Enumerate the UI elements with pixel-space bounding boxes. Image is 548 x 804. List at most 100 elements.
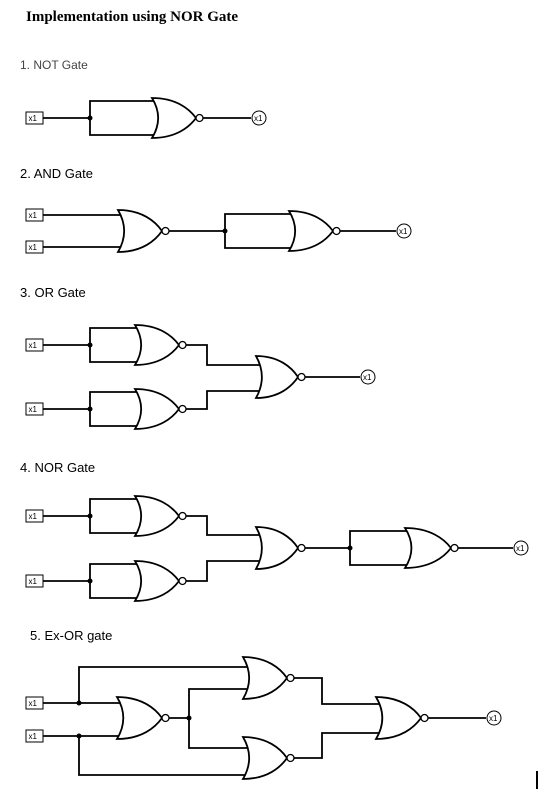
input-terminal: x1 (25, 402, 44, 416)
output-terminal: x1 (486, 710, 502, 726)
wire (78, 666, 249, 703)
output-label: x1 (516, 544, 525, 553)
nor-gate-bubble (420, 713, 429, 723)
input-terminal: x1 (25, 509, 44, 523)
nor-gate-body (133, 560, 181, 602)
nor-gate (241, 736, 295, 780)
wire (89, 516, 141, 534)
nor-gate-bubble (450, 543, 459, 553)
section-title-or: 3. OR Gate (20, 285, 86, 300)
nor-gate (116, 209, 170, 253)
input-label: x1 (29, 577, 38, 586)
output-circle (486, 710, 502, 726)
nor-gate-body (241, 736, 289, 780)
wire (89, 581, 141, 599)
section-title-nor: 4. NOR Gate (20, 460, 96, 475)
wire (186, 390, 261, 410)
page-title: Implementation using NOR Gate (26, 9, 239, 25)
output-circle (360, 369, 376, 385)
nor-gate (133, 388, 187, 430)
wire (89, 100, 158, 118)
nor-gate (115, 696, 170, 740)
output-circle (513, 540, 529, 556)
nor-gate-body (115, 696, 164, 740)
nor-gate (133, 495, 187, 537)
wire (294, 732, 382, 759)
nor-gate-body (133, 324, 181, 366)
section-title-xor: 5. Ex-OR gate (30, 628, 113, 643)
wire (89, 563, 141, 581)
input-label: x1 (29, 405, 38, 414)
nor-gate-body (150, 97, 198, 139)
input-terminal: x1 (25, 574, 44, 588)
wire (186, 560, 261, 582)
nor-gate-bubble (286, 673, 295, 683)
input-label: x1 (29, 341, 38, 350)
wire (188, 718, 249, 749)
output-label: x1 (489, 714, 498, 723)
nor-gate-body (133, 495, 181, 537)
input-terminal: x1 (25, 111, 44, 125)
wire (186, 344, 261, 366)
nor-gate-bubble (286, 753, 295, 763)
wire (349, 530, 411, 548)
junction-dot (87, 342, 93, 348)
section-title-not: 1. NOT Gate (20, 58, 88, 72)
wire (89, 391, 141, 409)
junction-dot (222, 228, 228, 234)
input-label: x1 (29, 211, 38, 220)
output-label: x1 (254, 114, 263, 123)
wire (78, 736, 249, 776)
input-label: x1 (29, 114, 38, 123)
input-terminal: x1 (25, 338, 44, 352)
output-circle (251, 110, 267, 126)
nor-gate-bubble (195, 113, 204, 123)
nor-gate (374, 696, 429, 740)
nor-gate-bubble (161, 226, 170, 236)
wire (294, 677, 382, 705)
input-terminal: x1 (25, 208, 44, 222)
wire (89, 498, 141, 516)
output-terminal: x1 (360, 369, 376, 385)
nor-gate (150, 97, 204, 139)
nor-gate-bubble (178, 511, 187, 521)
nor-gate-body (254, 526, 300, 570)
wire (188, 688, 249, 718)
junction-dot (87, 513, 93, 519)
nor-gate-body (287, 210, 335, 252)
wire (349, 548, 411, 566)
section-title-and: 2. AND Gate (20, 166, 93, 181)
wire (186, 515, 261, 536)
output-terminal: x1 (251, 110, 267, 126)
nor-gate-body (116, 209, 164, 253)
wire (89, 118, 158, 136)
nor-gate (287, 210, 341, 252)
junction-dot (87, 578, 93, 584)
wire (224, 231, 295, 249)
input-label: x1 (29, 732, 38, 741)
input-label: x1 (29, 512, 38, 521)
wire (89, 409, 141, 427)
nor-gate-bubble (297, 543, 306, 553)
output-circle (396, 223, 412, 239)
junction-dot (87, 115, 93, 121)
nor-gate (254, 526, 306, 570)
wire (89, 327, 141, 345)
nor-gate-body (403, 527, 453, 569)
junction-dot (347, 545, 353, 551)
nor-gate-bubble (178, 404, 187, 414)
nor-gate (133, 324, 187, 366)
nor-gate-body (374, 696, 423, 740)
text-cursor (536, 771, 538, 789)
nor-gate (241, 656, 295, 700)
nor-gate-bubble (178, 340, 187, 350)
output-terminal: x1 (396, 223, 412, 239)
input-terminal: x1 (25, 729, 44, 743)
output-label: x1 (399, 227, 408, 236)
wire (89, 345, 141, 363)
nor-gate (254, 355, 306, 399)
nor-gate-body (241, 656, 289, 700)
input-label: x1 (29, 243, 38, 252)
nor-gate-bubble (178, 576, 187, 586)
output-label: x1 (363, 373, 372, 382)
